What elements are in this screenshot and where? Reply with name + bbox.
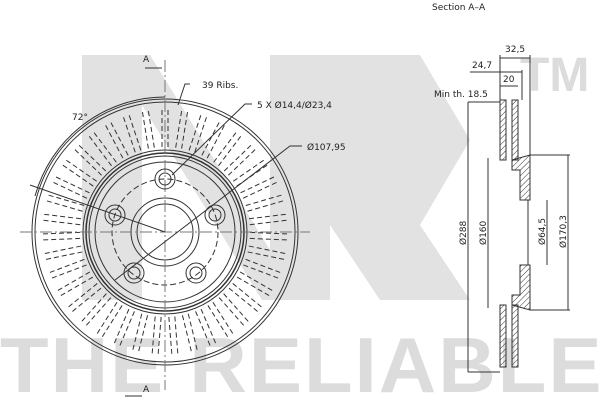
disc-front-view: A A 72° 39 Ribs. 5 X Ø14,4/Ø23,4 Ø107,95	[20, 55, 346, 397]
section-marker-bottom: A	[143, 385, 150, 395]
dim-center-bore: Ø64,5	[537, 218, 548, 245]
dim-hat-depth: 24,7	[472, 61, 492, 71]
dim-hub-diameter: Ø170,3	[558, 215, 569, 248]
dim-outer-diameter: Ø288	[458, 220, 469, 245]
nk-logo-watermark	[82, 55, 470, 300]
section-marker-top: A	[143, 55, 150, 65]
angle-label: 72°	[72, 113, 88, 123]
dim-hat-diameter: Ø160	[478, 220, 489, 245]
disc-section-view: Section A–A 32,5 24,7 20 Min th. 18.5 Ø2…	[432, 3, 570, 373]
dim-min-thickness: Min th. 18.5	[434, 90, 488, 100]
trademark-watermark: TM	[520, 49, 590, 102]
dim-disc-thickness: 20	[503, 75, 515, 85]
pcd-label: Ø107,95	[307, 142, 346, 153]
section-title: Section A–A	[432, 3, 486, 13]
ribs-label: 39 Ribs.	[202, 81, 238, 91]
bolt-holes-label: 5 X Ø14,4/Ø23,4	[257, 100, 332, 111]
dim-overall-thickness: 32,5	[505, 45, 525, 55]
ribs	[42, 110, 288, 354]
